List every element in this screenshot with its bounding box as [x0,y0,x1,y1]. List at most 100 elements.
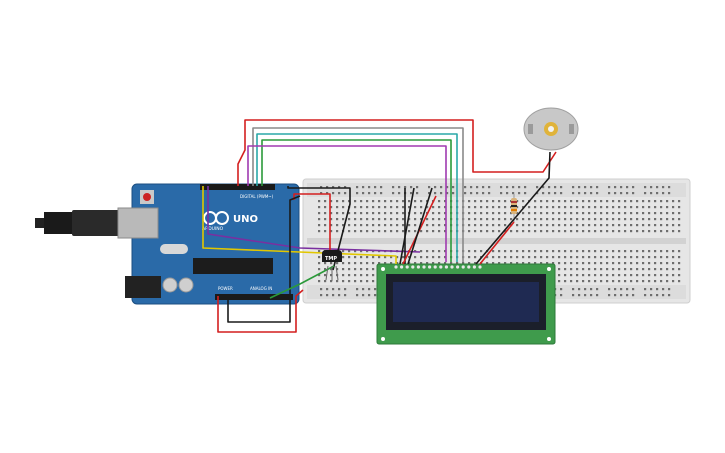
breadboard-hole[interactable] [618,230,621,233]
breadboard-hole[interactable] [654,280,657,283]
breadboard-hole[interactable] [672,262,675,265]
breadboard-hole[interactable] [368,186,371,189]
breadboard-hole[interactable] [546,256,549,259]
breadboard-hole[interactable] [630,206,633,209]
breadboard-hole[interactable] [348,218,351,221]
breadboard-hole[interactable] [666,200,669,203]
breadboard-hole[interactable] [648,256,651,259]
breadboard-hole[interactable] [482,192,485,195]
breadboard-hole[interactable] [654,262,657,265]
breadboard-hole[interactable] [426,262,429,265]
breadboard-hole[interactable] [510,230,513,233]
breadboard-hole[interactable] [558,256,561,259]
breadboard-hole[interactable] [318,218,321,221]
breadboard-hole[interactable] [384,262,387,265]
breadboard-hole[interactable] [462,262,465,265]
breadboard-hole[interactable] [318,206,321,209]
breadboard-hole[interactable] [612,250,615,253]
breadboard-hole[interactable] [482,186,485,189]
breadboard-hole[interactable] [504,218,507,221]
breadboard-hole[interactable] [620,288,623,291]
breadboard-hole[interactable] [336,262,339,265]
breadboard-hole[interactable] [534,230,537,233]
breadboard-hole[interactable] [596,288,599,291]
breadboard-hole[interactable] [506,192,509,195]
breadboard-hole[interactable] [576,268,579,271]
breadboard-hole[interactable] [578,186,581,189]
breadboard-hole[interactable] [552,262,555,265]
breadboard-hole[interactable] [318,230,321,233]
breadboard-hole[interactable] [452,192,455,195]
breadboard-hole[interactable] [480,206,483,209]
breadboard-hole[interactable] [540,200,543,203]
breadboard-hole[interactable] [630,230,633,233]
breadboard-hole[interactable] [408,230,411,233]
lcd-pin[interactable] [400,265,404,269]
breadboard-hole[interactable] [366,230,369,233]
breadboard-hole[interactable] [522,218,525,221]
breadboard-hole[interactable] [522,200,525,203]
breadboard-hole[interactable] [654,224,657,227]
breadboard-hole[interactable] [624,274,627,277]
breadboard-hole[interactable] [582,218,585,221]
breadboard-hole[interactable] [624,200,627,203]
breadboard-hole[interactable] [402,218,405,221]
breadboard-hole[interactable] [572,192,575,195]
breadboard-hole[interactable] [618,212,621,215]
breadboard-hole[interactable] [384,224,387,227]
breadboard-hole[interactable] [396,256,399,259]
breadboard-hole[interactable] [342,256,345,259]
breadboard-hole[interactable] [642,256,645,259]
breadboard-hole[interactable] [416,192,419,195]
breadboard-hole[interactable] [492,256,495,259]
breadboard-hole[interactable] [624,224,627,227]
breadboard-hole[interactable] [636,212,639,215]
breadboard-hole[interactable] [624,206,627,209]
breadboard-hole[interactable] [326,294,329,297]
breadboard-hole[interactable] [374,192,377,195]
breadboard-hole[interactable] [672,280,675,283]
breadboard-hole[interactable] [534,206,537,209]
breadboard-hole[interactable] [596,294,599,297]
breadboard-hole[interactable] [678,206,681,209]
breadboard-hole[interactable] [660,200,663,203]
breadboard-hole[interactable] [590,186,593,189]
breadboard-hole[interactable] [510,262,513,265]
breadboard-hole[interactable] [588,218,591,221]
breadboard-hole[interactable] [408,206,411,209]
breadboard-hole[interactable] [594,212,597,215]
breadboard-hole[interactable] [576,224,579,227]
lcd-pin[interactable] [411,265,415,269]
breadboard-hole[interactable] [660,250,663,253]
breadboard-hole[interactable] [438,230,441,233]
breadboard-hole[interactable] [348,256,351,259]
breadboard-hole[interactable] [498,224,501,227]
breadboard-hole[interactable] [420,200,423,203]
breadboard-hole[interactable] [516,230,519,233]
breadboard-hole[interactable] [362,192,365,195]
breadboard-hole[interactable] [402,224,405,227]
breadboard-hole[interactable] [470,192,473,195]
breadboard-hole[interactable] [606,230,609,233]
breadboard-hole[interactable] [648,200,651,203]
breadboard-hole[interactable] [380,192,383,195]
breadboard-hole[interactable] [564,280,567,283]
breadboard-hole[interactable] [636,230,639,233]
breadboard-hole[interactable] [372,218,375,221]
breadboard-hole[interactable] [570,206,573,209]
breadboard-hole[interactable] [620,294,623,297]
breadboard-hole[interactable] [444,230,447,233]
breadboard-hole[interactable] [522,262,525,265]
breadboard-hole[interactable] [486,224,489,227]
arduino-uno-board[interactable]: UNO ARDUINO DIGITAL (PWM~) POWER ANALOG … [35,183,300,305]
breadboard-hole[interactable] [318,256,321,259]
breadboard-hole[interactable] [414,230,417,233]
breadboard-hole[interactable] [540,212,543,215]
breadboard-hole[interactable] [390,200,393,203]
breadboard-hole[interactable] [522,250,525,253]
breadboard-hole[interactable] [654,268,657,271]
breadboard-hole[interactable] [456,262,459,265]
breadboard-hole[interactable] [320,186,323,189]
breadboard-hole[interactable] [360,256,363,259]
breadboard-hole[interactable] [678,274,681,277]
